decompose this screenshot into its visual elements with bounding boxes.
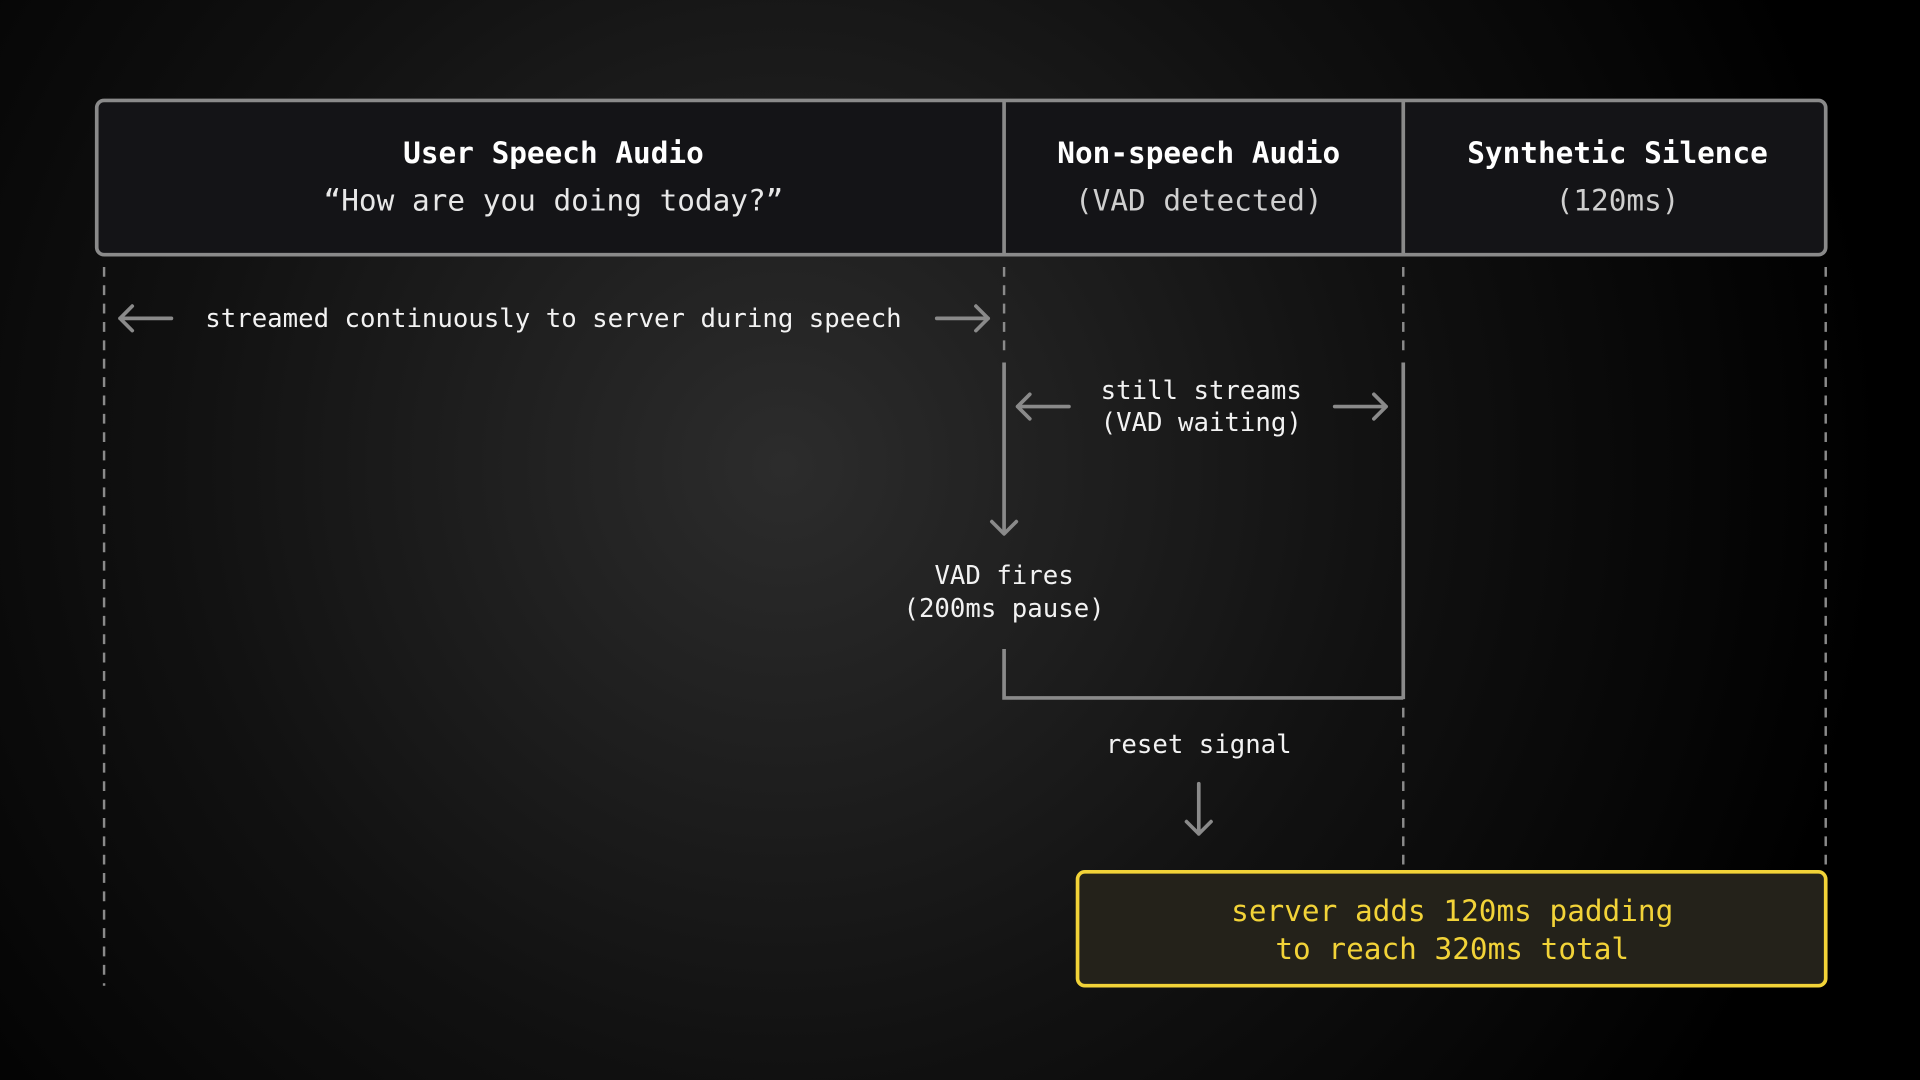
arrow-right-icon [934,304,991,333]
arrow-down-icon [1184,781,1213,836]
reset-signal-label: reset signal [1106,730,1292,760]
arrow-left-icon [118,304,174,333]
column-subtitle-user-speech: “How are you doing today?” [324,184,784,218]
header-box [94,98,1828,257]
vad-waiting-label: (VAD waiting) [1101,408,1302,438]
vad-pause-label: (200ms pause) [903,594,1104,624]
result-callout: server adds 120ms padding to reach 320ms… [1075,870,1828,988]
column-subtitle-non-speech: (VAD detected) [1075,184,1323,218]
result-line-1: server adds 120ms padding [1231,894,1673,928]
result-box [1075,870,1828,988]
column-title-non-speech: Non-speech Audio [1057,136,1340,170]
column-subtitle-synthetic-silence: (120ms) [1556,184,1680,218]
streamed-label: streamed continuously to server during s… [205,304,901,334]
arrow-left-icon [1015,392,1071,421]
arrow-right-icon [1332,392,1388,421]
column-title-user-speech: User Speech Audio [403,136,704,170]
reset-bracket [1002,648,1404,700]
column-title-synthetic-silence: Synthetic Silence [1467,136,1768,170]
header-bar: User Speech Audio “How are you doing tod… [94,98,1828,257]
result-line-2: to reach 320ms total [1275,932,1629,966]
arrow-down-icon [990,519,1019,536]
vad-fires-label: VAD fires [934,561,1073,591]
still-streams-label: still streams [1101,376,1302,406]
